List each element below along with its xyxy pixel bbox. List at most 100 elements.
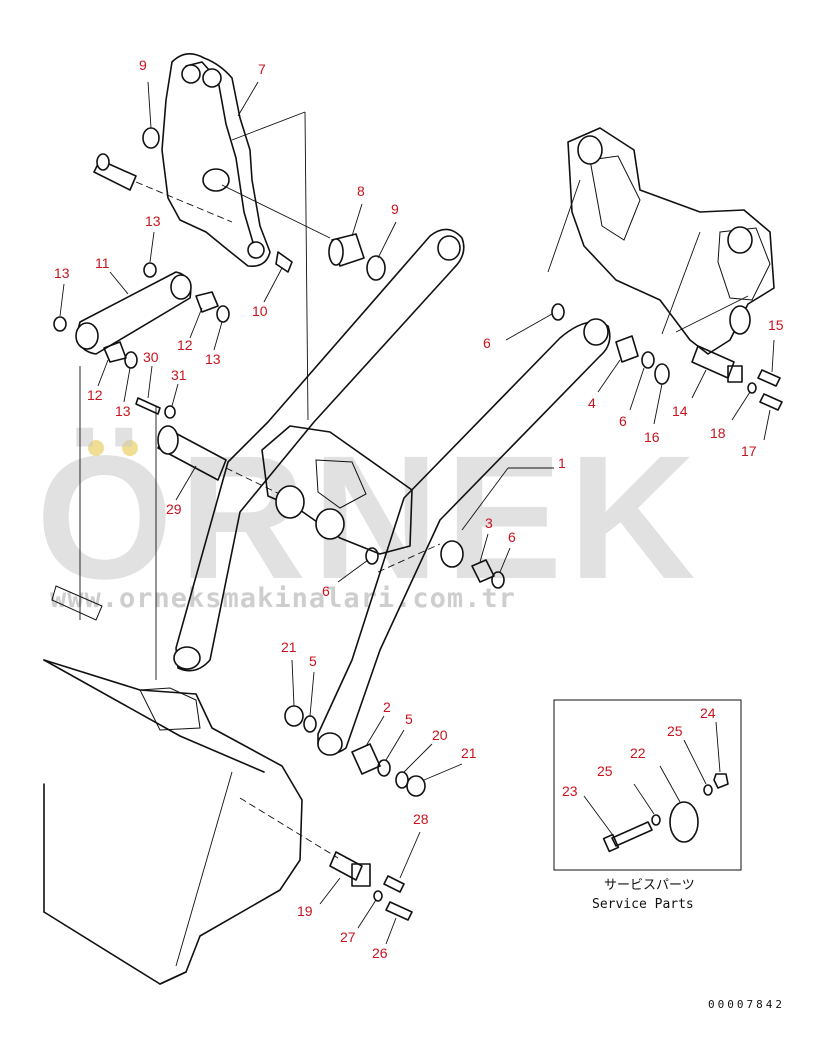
callout-4: 4 <box>588 395 596 411</box>
leader-8 <box>351 203 363 237</box>
pin-29-head <box>157 425 179 455</box>
leader-1b <box>461 467 509 531</box>
leader-12a <box>189 307 203 339</box>
callout-31: 31 <box>171 367 187 383</box>
bolt-23-head <box>602 833 620 853</box>
callout-5: 5 <box>405 711 413 727</box>
leader-19 <box>319 877 341 905</box>
leader-13d <box>123 367 131 403</box>
bell-crank-center-bore <box>202 168 230 192</box>
bucket-bracket <box>139 687 201 731</box>
leader-9b <box>377 221 397 259</box>
leader-16 <box>653 383 663 425</box>
leader-3 <box>479 533 489 563</box>
leader-24 <box>715 721 721 773</box>
frame-line-a <box>547 179 581 273</box>
bucket-hinge-pin <box>51 585 103 621</box>
leader-28 <box>399 831 421 879</box>
leader-5b <box>385 729 405 761</box>
leader-20 <box>403 743 433 773</box>
bell-crank-pin-axis <box>135 181 233 223</box>
bushing-8-face <box>328 238 344 266</box>
leader-12b <box>97 359 109 387</box>
leader-6a <box>505 313 553 341</box>
bell-crank-pin <box>93 159 137 191</box>
callout-16: 16 <box>644 429 660 445</box>
pin-14-plate <box>727 365 743 383</box>
leader-11 <box>109 271 129 295</box>
seal-6-mid <box>491 571 505 589</box>
front-frame-lower-boss <box>729 305 751 335</box>
front-frame <box>567 127 775 355</box>
lift-arm-left <box>175 228 465 672</box>
leader-21a <box>291 659 295 707</box>
bolt-15 <box>757 369 781 387</box>
callout-13: 13 <box>145 213 161 229</box>
leader-25b <box>633 783 655 815</box>
grease-fitting-10 <box>275 251 293 273</box>
pin-19-plate <box>351 863 371 887</box>
callout-28: 28 <box>413 811 429 827</box>
lift-arm-left-top-bore <box>437 235 461 261</box>
frame-line-b <box>661 231 701 335</box>
front-frame-right-boss <box>727 226 753 254</box>
leader-6d <box>337 559 369 583</box>
lift-arm-right-bottom-bore <box>317 732 343 756</box>
service-parts-box <box>553 699 742 871</box>
callout-8: 8 <box>357 183 365 199</box>
front-frame-left-boss <box>577 135 603 165</box>
watermark-umlaut-dot-left <box>88 440 104 456</box>
seal-13-d <box>124 351 138 369</box>
washer-31 <box>164 405 176 419</box>
leader-9a <box>147 81 152 129</box>
callout-12: 12 <box>87 387 103 403</box>
seal-6-upper <box>551 303 565 321</box>
cross-tube-bracket <box>315 459 367 509</box>
service-parts-caption-en: Service Parts <box>592 897 694 912</box>
cross-tube-right-hub <box>315 508 345 540</box>
watermark-umlaut-dot-right <box>122 440 138 456</box>
leader-13a <box>149 231 155 263</box>
plate-21-left <box>284 705 304 727</box>
callout-7: 7 <box>258 61 266 77</box>
bucket-edge <box>43 783 187 985</box>
callout-13: 13 <box>54 265 70 281</box>
callout-21: 21 <box>281 639 297 655</box>
seal-6-cross <box>365 547 379 565</box>
leader-31 <box>171 383 179 407</box>
bucket <box>43 659 303 985</box>
washer-25-lower <box>651 814 661 826</box>
bell-crank-frame-line-a <box>231 111 306 141</box>
bushing-3 <box>471 559 495 583</box>
callout-17: 17 <box>741 443 757 459</box>
callout-20: 20 <box>432 727 448 743</box>
lift-arm-right-mid-bore <box>440 540 464 568</box>
pin-19 <box>329 851 363 881</box>
leader-27 <box>357 899 377 929</box>
service-parts-frame <box>553 699 742 871</box>
callout-6: 6 <box>483 335 491 351</box>
link-11-lower-bore <box>75 322 99 350</box>
callout-11: 11 <box>95 255 110 271</box>
callout-25: 25 <box>597 763 613 779</box>
bell-crank-lower-bore <box>247 241 265 259</box>
seal-9-right <box>366 255 386 281</box>
watermark-url: www.orneksmakinalari.com.tr <box>50 583 516 614</box>
cross-tube-left-hub <box>275 485 305 519</box>
leader-22 <box>659 765 681 803</box>
nut-24 <box>713 773 729 789</box>
bushing-12-lower <box>103 341 127 363</box>
bell-crank-7-inner <box>185 61 255 247</box>
seal-5-right <box>377 759 391 777</box>
watermark: ÖRNEK www.orneksmakinalari.com.tr <box>36 420 696 616</box>
plate-21-right <box>406 775 426 797</box>
seal-9-top <box>142 127 160 149</box>
bushing-2 <box>351 743 381 775</box>
callout-6: 6 <box>508 529 516 545</box>
callout-23: 23 <box>562 783 578 799</box>
callout-labels: 9 7 8 9 13 11 13 10 12 13 30 31 12 13 29… <box>54 57 784 961</box>
washer-25-upper <box>703 784 713 796</box>
callout-14: 14 <box>672 403 688 419</box>
document-number: 00007842 <box>708 998 785 1011</box>
